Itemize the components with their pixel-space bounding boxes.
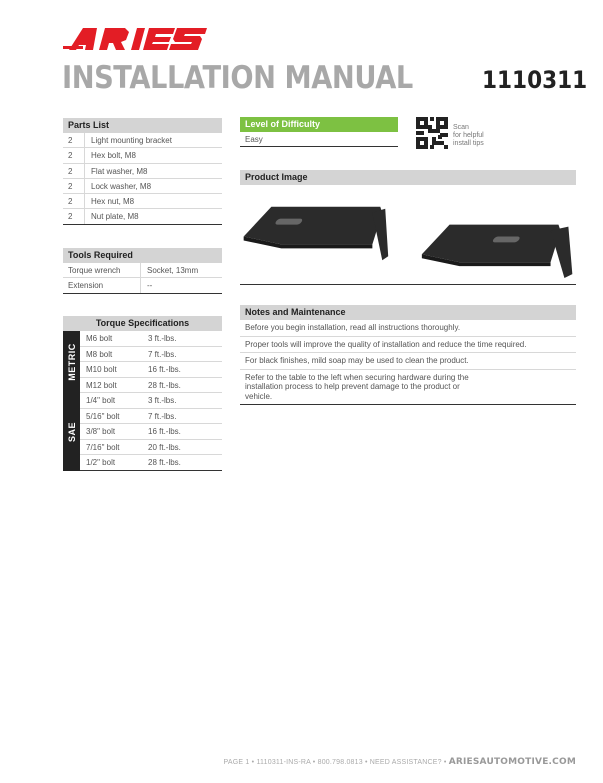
torque-value: 28 ft.-lbs.: [148, 458, 181, 467]
bolt-size: 3/8" bolt: [86, 427, 116, 436]
notes-maintenance: Notes and Maintenance Before you begin i…: [240, 305, 576, 405]
parts-list-row: 2 Hex bolt, M8: [63, 148, 222, 164]
bolt-size: 1/4" bolt: [86, 396, 116, 405]
tools-header: Tools Required: [63, 248, 222, 263]
parts-list-row: 2 Light mounting bracket: [63, 133, 222, 149]
parts-list-row: 2 Lock washer, M8: [63, 178, 222, 195]
bolt-size: 5/16" bolt: [86, 411, 120, 421]
torque-row: 7/16" bolt 20 ft.-lbs.: [80, 440, 222, 455]
note-item: Before you begin installation, read all …: [240, 320, 576, 337]
torque-row: M6 bolt 3 ft.-lbs.: [80, 331, 222, 347]
torque-value: 7 ft.-lbs.: [148, 349, 177, 359]
qr-code-icon[interactable]: [416, 117, 448, 149]
part-number: 1110311: [482, 66, 588, 94]
note-item: Refer to the table to the left when secu…: [240, 370, 576, 405]
notes-header: Notes and Maintenance: [240, 305, 576, 320]
tools-row: Extension --: [63, 278, 222, 294]
torque-row: 5/16" bolt 7 ft.-lbs.: [80, 409, 222, 424]
product-image-header: Product Image: [240, 170, 576, 185]
footer-page: PAGE 1: [223, 759, 250, 766]
tool-name: Torque wrench: [63, 263, 141, 278]
part-name: Nut plate, M8: [91, 212, 139, 222]
parts-list-header: Parts List: [63, 118, 222, 133]
part-name: Light mounting bracket: [91, 136, 172, 145]
torque-header: Torque Specifications: [63, 316, 222, 331]
torque-row: M8 bolt 7 ft.-lbs.: [80, 347, 222, 362]
torque-sae-group: SAE 1/4" bolt 3 ft.-lbs. 5/16" bolt 7 ft.-l…: [63, 393, 222, 471]
difficulty-value: Easy: [240, 132, 398, 148]
sae-label: SAE: [63, 393, 80, 471]
bolt-size: 1/2" bolt: [86, 458, 116, 467]
torque-value: 3 ft.-lbs.: [148, 334, 177, 343]
torque-specifications: Torque Specifications METRIC M6 bolt 3 ft…: [63, 316, 222, 471]
torque-row: 1/4" bolt 3 ft.-lbs.: [80, 393, 222, 409]
tools-required: Tools Required Torque wrench Socket, 13mm…: [63, 248, 222, 294]
aries-logo: [63, 28, 207, 50]
bolt-size: M12 bolt: [86, 380, 117, 390]
product-image-section: Product Image: [240, 170, 576, 285]
bolt-size: M10 bolt: [86, 365, 117, 374]
metric-label: METRIC: [63, 331, 80, 393]
note-item: Proper tools will improve the quality of…: [240, 337, 576, 353]
part-qty: 2: [63, 148, 85, 163]
footer-website-link[interactable]: ARIESAUTOMOTIVE.COM: [448, 757, 576, 767]
product-image: [240, 206, 576, 285]
footer-assist: NEED ASSISTANCE?: [369, 759, 442, 766]
tool-name: Socket, 13mm: [147, 266, 199, 275]
part-qty: 2: [63, 194, 85, 209]
parts-list-row: 2 Nut plate, M8: [63, 209, 222, 225]
footer: PAGE 1 • 1110311-INS-RA • 800.798.0813 •…: [223, 757, 576, 767]
part-name: Lock washer, M8: [91, 181, 152, 191]
torque-value: 16 ft.-lbs.: [148, 427, 181, 436]
torque-value: 3 ft.-lbs.: [148, 396, 177, 405]
torque-row: M10 bolt 16 ft.-lbs.: [80, 362, 222, 378]
parts-list-row: 2 Flat washer, M8: [63, 163, 222, 179]
bolt-size: M6 bolt: [86, 334, 113, 343]
document-title: INSTALLATION MANUAL: [62, 60, 413, 96]
footer-phone: 800.798.0813: [317, 759, 363, 766]
part-qty: 2: [63, 178, 85, 194]
torque-metric-group: METRIC M6 bolt 3 ft.-lbs. M8 bolt 7 ft.-lbs…: [63, 331, 222, 393]
note-item: For black finishes, mild soap may be use…: [240, 353, 576, 370]
torque-value: 7 ft.-lbs.: [148, 411, 177, 421]
tools-row: Torque wrench Socket, 13mm: [63, 263, 222, 279]
part-name: Hex bolt, M8: [91, 151, 136, 161]
torque-row: M12 bolt 28 ft.-lbs.: [80, 378, 222, 393]
parts-list-row: 2 Hex nut, M8: [63, 194, 222, 210]
part-name: Hex nut, M8: [91, 197, 135, 207]
footer-doc: 1110311-INS-RA: [256, 759, 311, 766]
torque-value: 16 ft.-lbs.: [148, 365, 181, 374]
difficulty-header: Level of Difficulty: [240, 117, 398, 132]
tool-name: Extension: [63, 278, 141, 293]
bolt-size: 7/16" bolt: [86, 442, 120, 452]
part-qty: 2: [63, 133, 85, 148]
torque-value: 28 ft.-lbs.: [148, 380, 181, 390]
tool-name: --: [147, 281, 153, 291]
part-qty: 2: [63, 209, 85, 224]
part-name: Flat washer, M8: [91, 166, 148, 176]
difficulty: Level of Difficulty Easy: [240, 117, 398, 148]
torque-row: 3/8" bolt 16 ft.-lbs.: [80, 424, 222, 440]
part-qty: 2: [63, 163, 85, 178]
torque-row: 1/2" bolt 28 ft.-lbs.: [80, 455, 222, 471]
bolt-size: M8 bolt: [86, 349, 113, 359]
torque-value: 20 ft.-lbs.: [148, 442, 181, 452]
